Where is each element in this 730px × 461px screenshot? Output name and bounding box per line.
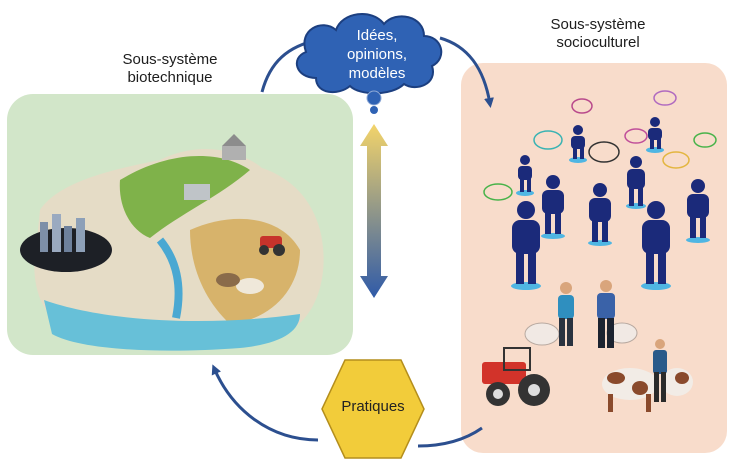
farmer-left <box>558 282 574 346</box>
speech-bubbles <box>483 90 717 201</box>
sheep-icon <box>524 322 638 346</box>
arrow-cloud-to-socio <box>439 36 494 108</box>
person-icon <box>686 179 710 243</box>
double-arrow-icon <box>360 124 388 298</box>
tractor-icon <box>482 347 550 406</box>
speech-bubble-icon <box>653 90 677 106</box>
speech-bubble-icon <box>483 183 513 201</box>
socioculturel-title: Sous-système socioculturel <box>498 16 698 52</box>
cloud-label-line3: modèles <box>348 65 406 82</box>
socioculturel-title-line1: Sous-système <box>550 16 646 33</box>
person-icon <box>516 155 534 196</box>
landscape-illustration <box>20 134 324 351</box>
farmer-right <box>597 280 615 348</box>
person-icon <box>646 117 664 153</box>
person-icon <box>626 156 646 209</box>
biotechnique-title-line1: Sous-système <box>122 51 218 68</box>
person-icon <box>569 125 587 163</box>
person-icon <box>511 201 541 290</box>
speech-bubble-icon <box>533 130 563 150</box>
farm-scene <box>482 280 693 412</box>
cloud-label-line1: Idées, <box>356 27 398 44</box>
pratiques-hexagon <box>321 359 425 459</box>
arrow-hexagon-to-bio <box>211 364 319 442</box>
biotechnique-title: Sous-système biotechnique <box>70 51 270 87</box>
idea-cloud-icon <box>295 12 443 114</box>
speech-bubble-icon <box>624 128 648 144</box>
cloud-label: Idées, opinions, modèles <box>318 26 436 83</box>
arrow-socio-to-hexagon <box>417 426 483 448</box>
person-icon <box>641 201 671 290</box>
speech-bubble-icon <box>662 151 690 169</box>
cow-icon <box>602 368 693 412</box>
speech-bubble-icon <box>571 98 593 114</box>
farmer-with-cow <box>653 339 667 402</box>
speech-bubble-icon <box>588 141 620 163</box>
hexagon-label: Pratiques <box>341 398 405 415</box>
speech-bubble-icon <box>693 132 717 148</box>
socioculturel-title-line2: socioculturel <box>556 34 640 51</box>
people-group <box>511 117 710 290</box>
biotechnique-title-line2: biotechnique <box>127 69 213 86</box>
person-icon <box>588 183 612 246</box>
cloud-label-line2: opinions, <box>346 46 408 63</box>
person-icon <box>541 175 565 239</box>
